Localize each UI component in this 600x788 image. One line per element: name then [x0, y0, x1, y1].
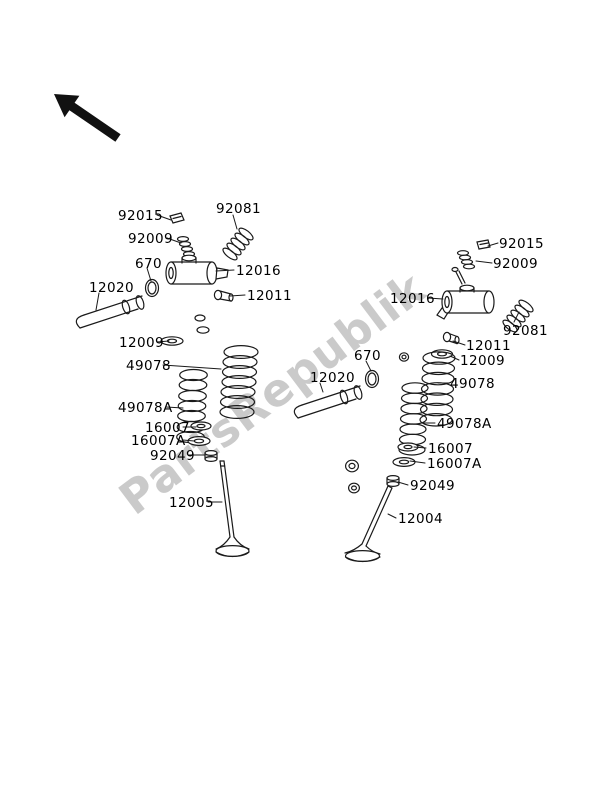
part-label-49078a-left: 49078A — [118, 400, 173, 416]
part-label-92081-right: 92081 — [503, 323, 548, 339]
o-ring-670-right-drawing — [364, 369, 380, 389]
part-label-16007a-right: 16007A — [427, 456, 482, 472]
spring-92009-right-drawing — [456, 250, 476, 270]
locknut-92015-right-drawing — [476, 239, 491, 250]
right-valve-assembly — [293, 239, 534, 563]
part-label-92009-right: 92009 — [493, 256, 538, 272]
valve-keepers-right-drawing — [345, 459, 361, 494]
part-label-12009-left: 12009 — [119, 335, 164, 351]
part-label-16007a-left: 16007A — [131, 433, 186, 449]
spring-92081-left-drawing — [222, 227, 254, 261]
outer-spring-49078-right-drawing — [419, 351, 456, 427]
locknut-92015-left-drawing — [169, 212, 185, 224]
leader-lines — [95, 214, 520, 519]
part-label-12020-right: 12020 — [310, 370, 355, 386]
keeper-ring-right-drawing — [398, 352, 410, 362]
part-label-92081-left: 92081 — [216, 201, 261, 217]
valve-keepers-left-drawing — [194, 314, 210, 334]
part-label-49078a-right: 49078A — [437, 416, 492, 432]
part-label-12020-left: 12020 — [89, 280, 134, 296]
direction-arrow — [54, 94, 121, 142]
adjuster-12011-left-drawing — [213, 289, 234, 302]
retainer-16007-left-drawing — [190, 421, 212, 431]
shaft-12020-left-drawing — [75, 295, 145, 329]
o-ring-670-left-drawing — [144, 278, 160, 298]
stem-seal-92049-left-drawing — [204, 450, 218, 463]
part-label-12011-right: 12011 — [466, 338, 511, 354]
adjusting-screw-right-drawing — [451, 266, 466, 285]
part-label-670-right: 670 — [354, 348, 381, 364]
part-label-49078-right: 49078 — [450, 376, 495, 392]
valve-12005-drawing — [215, 460, 250, 558]
part-label-12016-left: 12016 — [236, 263, 281, 279]
part-label-92015-left: 92015 — [118, 208, 163, 224]
part-label-12011-left: 12011 — [247, 288, 292, 304]
part-label-12004-right: 12004 — [398, 511, 443, 527]
part-label-92009-left: 92009 — [128, 231, 173, 247]
part-label-49078-left: 49078 — [126, 358, 171, 374]
part-label-92049-left: 92049 — [150, 448, 195, 464]
valve-12004-drawing — [344, 485, 393, 563]
rocker-arm-12016-left-drawing — [165, 254, 229, 285]
part-label-16007-right: 16007 — [428, 441, 473, 457]
outer-spring-49078-left-drawing — [219, 345, 259, 420]
part-label-12009-right: 12009 — [460, 353, 505, 369]
part-label-670-left: 670 — [135, 256, 162, 272]
left-valve-assembly — [75, 212, 259, 558]
part-label-92049-right: 92049 — [410, 478, 455, 494]
part-label-12016-right: 12016 — [390, 291, 435, 307]
rocker-arm-12016-right-drawing — [436, 284, 495, 320]
shaft-12020-right-drawing — [293, 385, 363, 419]
part-label-16007-left: 16007 — [145, 420, 190, 436]
stem-seal-92049-right-drawing — [386, 475, 400, 488]
part-label-92015-right: 92015 — [499, 236, 544, 252]
spring-seat-16007A-left-drawing — [187, 436, 211, 447]
part-label-12005-left: 12005 — [169, 495, 214, 511]
adjuster-12011-right-drawing — [442, 331, 460, 345]
